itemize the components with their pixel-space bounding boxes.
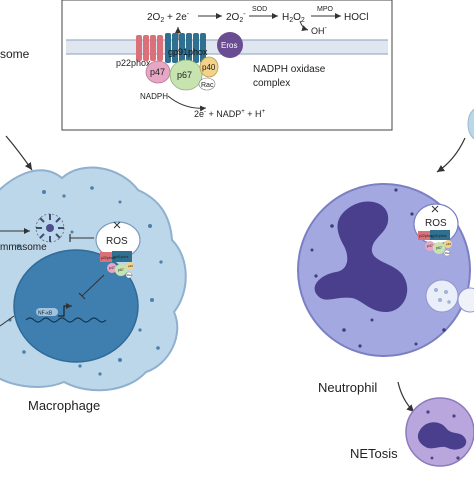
left-entry-arrow <box>5 135 33 171</box>
nfkb-factor <box>36 308 58 316</box>
neutrophil-nox-complex: p22phox gp91phox p47 p67 p40 Rac <box>418 230 452 257</box>
nadph-oxidase-inset: 2O2 + 2e- 2O2- SOD H2O2 MPO HOCl OH- <box>61 0 393 131</box>
netosis-cell <box>405 397 474 467</box>
svg-text:p47: p47 <box>427 244 433 248</box>
h2o2: H <box>282 12 289 23</box>
dna-strand <box>25 317 107 323</box>
p67-label: p67 <box>177 70 192 80</box>
cropped-label-left: some <box>0 47 30 61</box>
ros-label: ROS <box>106 236 128 247</box>
svg-text:gp91phox: gp91phox <box>431 234 447 238</box>
hocl: HOCl <box>344 12 368 23</box>
svg-text:2O2-: 2O2- <box>226 11 246 24</box>
svg-text:p67: p67 <box>118 268 124 272</box>
p22phox-subunit <box>136 35 163 61</box>
macrophage-nucleus <box>13 249 139 363</box>
product-electrons: 2e <box>194 109 204 119</box>
sod-label: SOD <box>252 6 267 13</box>
granule-vesicle-2 <box>457 287 474 313</box>
svg-text:2O2 + 2e-: 2O2 + 2e- <box>147 11 190 24</box>
svg-text:p67: p67 <box>436 246 442 250</box>
svg-text:Rac: Rac <box>445 251 451 255</box>
complex-title-line2: complex <box>253 78 290 89</box>
macrophage-label: Macrophage <box>28 398 100 413</box>
neutrophil-ros-label: ROS <box>425 218 447 229</box>
p47-label: p47 <box>150 67 165 77</box>
netosis-arrow <box>397 381 415 413</box>
mpo-label: MPO <box>317 6 334 13</box>
netosis-nucleus <box>417 422 467 450</box>
svg-text:Rac: Rac <box>127 273 133 277</box>
right-entry-arrow <box>436 137 466 173</box>
eros-label: Eros <box>221 41 237 50</box>
svg-text:p40: p40 <box>446 242 451 246</box>
inflammasome-complex <box>35 213 65 243</box>
svg-text:OH-: OH- <box>311 25 328 36</box>
svg-text:p22phox: p22phox <box>101 256 115 260</box>
netosis-label: NETosis <box>350 446 398 461</box>
p40-label: p40 <box>202 63 216 72</box>
nfkb-label: NF-κB <box>38 311 53 317</box>
rac-label: Rac <box>201 82 214 89</box>
ros-inhibit-x <box>113 221 121 229</box>
svg-text:p22phox: p22phox <box>419 234 433 238</box>
svg-text:2e- + NADP+ + H+: 2e- + NADP+ + H+ <box>194 109 266 119</box>
p67-subunit <box>169 59 203 91</box>
p40-subunit <box>199 56 219 78</box>
neutrophil-nucleus <box>314 201 408 312</box>
complex-title-line1: NADPH oxidase <box>253 64 326 75</box>
superoxide: 2O <box>226 12 240 23</box>
inhibition-line-nucleus <box>81 274 105 297</box>
gp91phox-subunit <box>165 33 206 63</box>
nadph-arrow <box>167 95 207 112</box>
macrophage-cell: NF-κB mmasome ROS p22phox gp91phox <box>0 166 187 392</box>
inset-frame <box>61 0 393 131</box>
neutrophil-cell: ROS p22phox gp91phox p47 p67 p40 Rac <box>297 183 474 357</box>
inflammasome-label: mmasome <box>0 242 47 253</box>
eros-protein <box>217 32 243 58</box>
rac-subunit <box>198 77 216 91</box>
partial-cell-top-right <box>467 108 474 140</box>
svg-text:gp91phox: gp91phox <box>113 255 129 259</box>
granule-vesicle-1 <box>425 279 459 313</box>
reaction-o2: 2O <box>147 12 161 23</box>
svg-text:p40: p40 <box>128 264 133 268</box>
p22phox-label: p22phox <box>116 58 151 68</box>
neutrophil-label: Neutrophil <box>318 380 377 395</box>
macrophage-nox-complex: p22phox gp91phox p47 p67 p40 Rac <box>100 251 134 279</box>
transcription-arrow <box>58 303 72 317</box>
svg-text:p47: p47 <box>109 266 115 270</box>
svg-text:H2O2: H2O2 <box>282 12 305 24</box>
nadph-label: NADPH <box>140 92 168 101</box>
hydroxide: OH <box>311 26 325 36</box>
gp91phox-label: gp91phox <box>168 47 208 57</box>
